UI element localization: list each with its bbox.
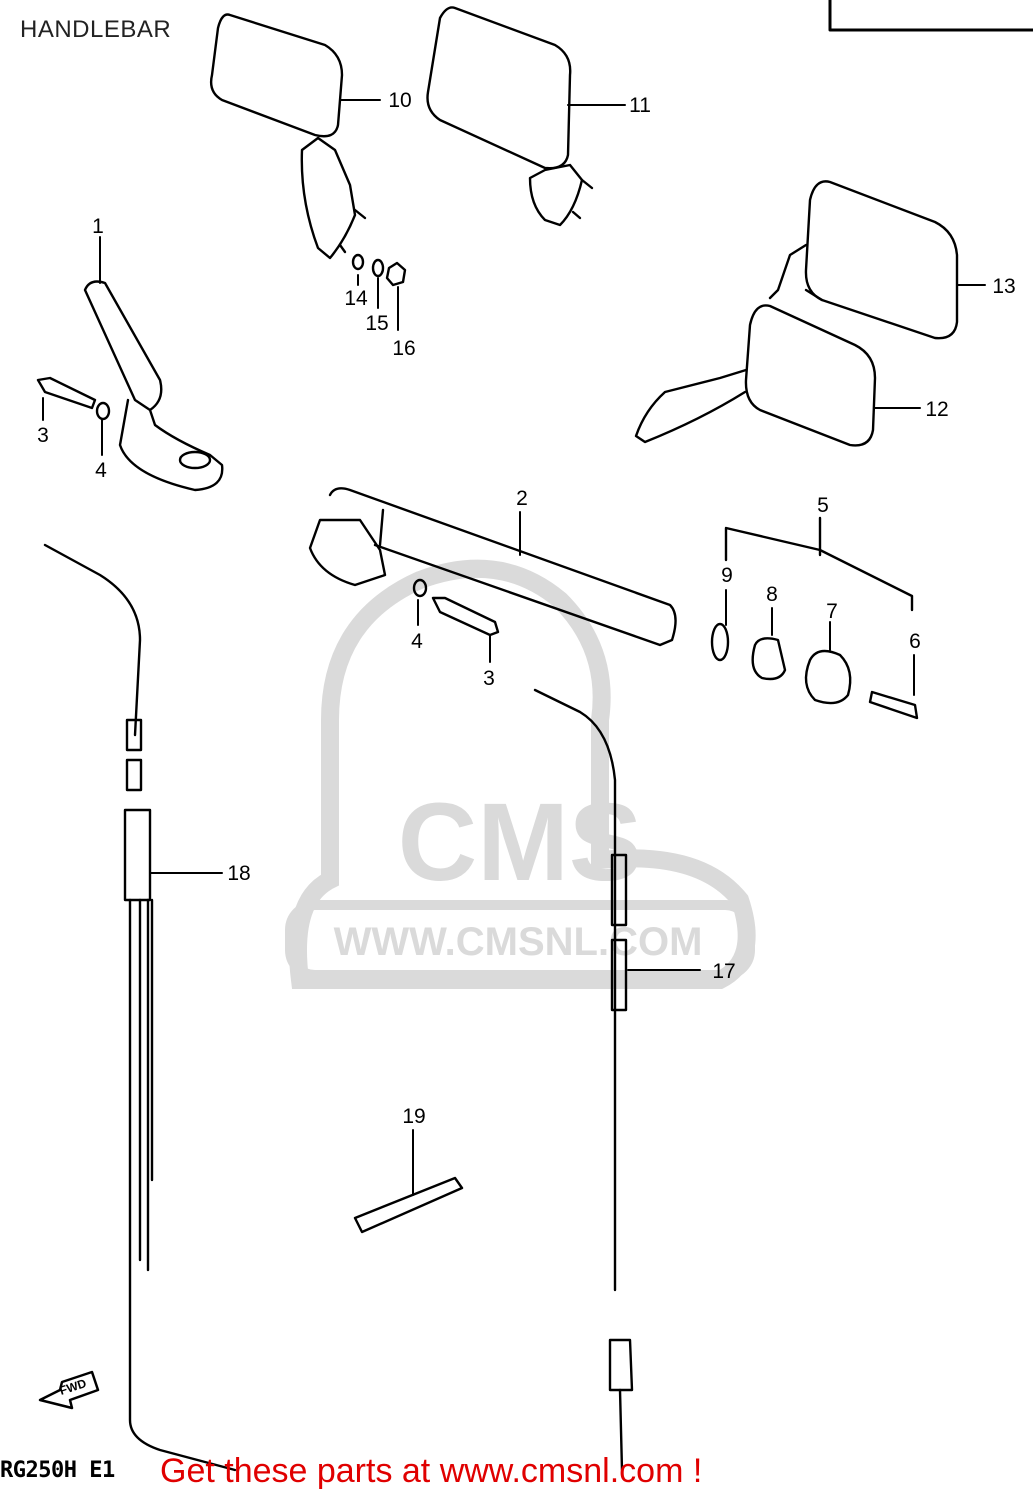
handlebar-left [83, 280, 224, 492]
model-code: RG250H E1 [0, 1458, 115, 1483]
watermark-brand: CMS [398, 781, 642, 904]
callouts: 1 2 3 4 3 4 5 6 7 8 9 10 11 12 13 14 15 … [37, 89, 1016, 1128]
callout: 4 [95, 459, 107, 482]
throttle-cable [43, 543, 237, 1472]
watermark-url: WWW.CMSNL.COM [334, 920, 703, 964]
bolt-left [36, 376, 97, 410]
washer-left [95, 401, 111, 421]
callout: 6 [909, 630, 921, 653]
callout: 12 [925, 398, 948, 421]
callout: 13 [992, 275, 1015, 298]
clutch-cable [533, 688, 634, 1472]
bar-end-washer [710, 622, 730, 662]
callout: 3 [37, 424, 49, 447]
callout: 4 [411, 630, 423, 653]
callout: 10 [388, 89, 411, 112]
nut-16 [385, 261, 407, 287]
mirror-left [209, 13, 367, 260]
handlebar-right [308, 487, 677, 647]
callout: 3 [483, 667, 495, 690]
callout: 17 [712, 960, 735, 983]
callout: 7 [826, 600, 838, 623]
callout: 11 [629, 94, 651, 117]
fwd-arrow-icon [38, 1370, 100, 1410]
mirror-12 [634, 304, 877, 447]
mirror-right [426, 6, 594, 227]
lock-washer-15 [371, 258, 385, 278]
leader-lines [42, 99, 986, 1196]
cable-clamp-19 [353, 1176, 464, 1234]
callout: 18 [227, 862, 250, 885]
bar-end-weight-8 [751, 637, 787, 681]
bolt-right [431, 596, 500, 637]
page-title: HANDLEBAR [20, 16, 172, 43]
callout: 9 [721, 564, 733, 587]
callout: 14 [344, 287, 368, 310]
callout: 2 [516, 487, 528, 510]
bar-end-cap-7 [804, 649, 852, 705]
callout: 8 [766, 583, 778, 606]
mirror-13 [768, 180, 959, 340]
callout: 1 [92, 215, 104, 238]
watermark: CMS WWW.CMSNL.COM [285, 559, 756, 989]
callout: 5 [817, 494, 829, 517]
bar-end-screw-6 [868, 690, 919, 720]
callout: 19 [402, 1105, 425, 1128]
corner-frame [828, 0, 1033, 32]
washer-14 [351, 253, 365, 271]
callout: 16 [392, 337, 415, 360]
promo-link[interactable]: Get these parts at www.cmsnl.com ! [160, 1452, 703, 1490]
washer-right [412, 578, 428, 598]
callout: 15 [365, 312, 388, 335]
